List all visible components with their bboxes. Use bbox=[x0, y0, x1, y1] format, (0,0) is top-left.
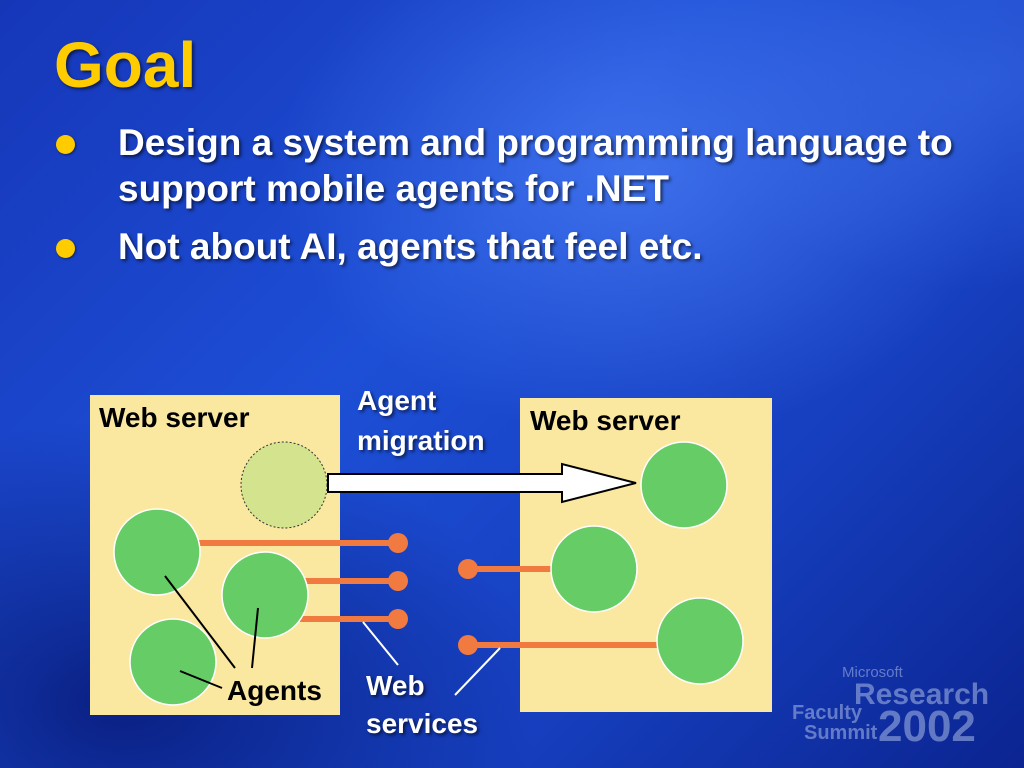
agents-callout-line bbox=[251, 607, 259, 669]
service-endpoint bbox=[388, 533, 408, 553]
agent-migration-label-line2: migration bbox=[357, 425, 485, 456]
services-callout-line bbox=[454, 647, 501, 696]
agent-circle bbox=[221, 551, 309, 639]
bullet-icon bbox=[56, 135, 75, 154]
service-endpoint bbox=[388, 609, 408, 629]
service-endpoint bbox=[388, 571, 408, 591]
migration-arrow bbox=[327, 462, 637, 504]
left-web-server-label: Web server bbox=[99, 402, 250, 433]
agents-callout-line bbox=[164, 575, 236, 669]
bullet-text: Design a system and programming language… bbox=[118, 122, 953, 209]
logo-year: 2002 bbox=[878, 702, 976, 751]
bullet-item: Not about AI, agents that feel etc. bbox=[56, 224, 986, 270]
services-callout-line bbox=[362, 621, 399, 666]
agent-migration-label-line1: Agent bbox=[357, 385, 437, 416]
migrating-agent bbox=[240, 441, 328, 529]
service-endpoint bbox=[458, 635, 478, 655]
bullet-icon bbox=[56, 239, 75, 258]
web-services-label-line1: Web bbox=[366, 670, 425, 701]
logo-summit: Summit bbox=[804, 722, 878, 744]
agent-circle bbox=[550, 525, 638, 613]
logo-research: Research bbox=[854, 678, 990, 711]
agent-circle bbox=[113, 508, 201, 596]
logo-microsoft: Microsoft bbox=[842, 664, 903, 681]
agent-circle bbox=[656, 597, 744, 685]
agents-label: Agents bbox=[227, 675, 322, 706]
research-faculty-summit-logo: Microsoft Research Faculty Summit 2002 bbox=[790, 664, 1010, 760]
right-web-server-label: Web server bbox=[530, 405, 681, 436]
agent-circle bbox=[129, 618, 217, 706]
bullet-text: Not about AI, agents that feel etc. bbox=[118, 226, 703, 267]
agents-callout-line bbox=[179, 670, 223, 689]
logo-faculty: Faculty bbox=[792, 702, 863, 724]
agent-circle bbox=[640, 441, 728, 529]
service-endpoint bbox=[458, 559, 478, 579]
web-services-label-line2: services bbox=[366, 708, 479, 739]
slide-title: Goal bbox=[54, 29, 197, 101]
bullet-item: Design a system and programming language… bbox=[56, 120, 986, 212]
bullet-list: Design a system and programming language… bbox=[56, 120, 986, 282]
